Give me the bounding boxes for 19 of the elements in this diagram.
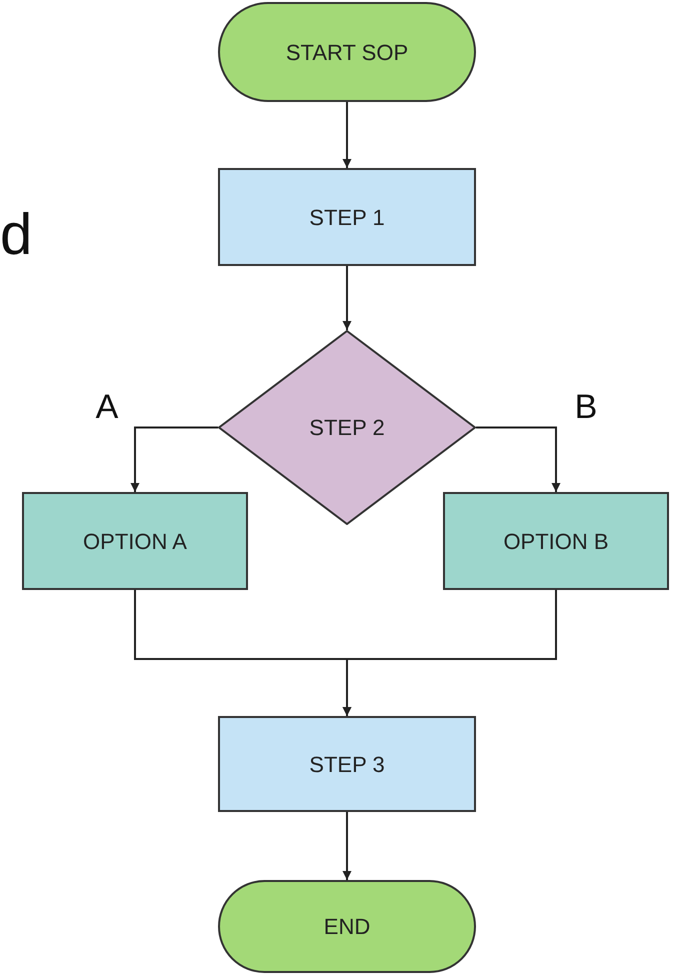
node-label: STEP 3 bbox=[309, 750, 385, 778]
node-label: OPTION B bbox=[503, 528, 609, 556]
node-label: START SOP bbox=[286, 38, 408, 66]
arrow bbox=[342, 102, 352, 168]
decision-diamond bbox=[218, 330, 476, 525]
process-box bbox=[218, 716, 476, 812]
node-label: OPTION A bbox=[83, 528, 187, 556]
arrow bbox=[342, 590, 557, 716]
arrow bbox=[342, 266, 352, 330]
arrow bbox=[342, 812, 352, 880]
process-box bbox=[22, 492, 248, 590]
arrow bbox=[130, 426, 218, 492]
cut-off-text: d bbox=[0, 206, 32, 264]
process-box bbox=[443, 492, 669, 590]
process-box bbox=[218, 168, 476, 266]
node-label: STEP 2 bbox=[309, 414, 385, 442]
node-label: END bbox=[324, 913, 370, 941]
node-label: STEP 1 bbox=[309, 204, 385, 232]
arrow bbox=[476, 426, 560, 492]
